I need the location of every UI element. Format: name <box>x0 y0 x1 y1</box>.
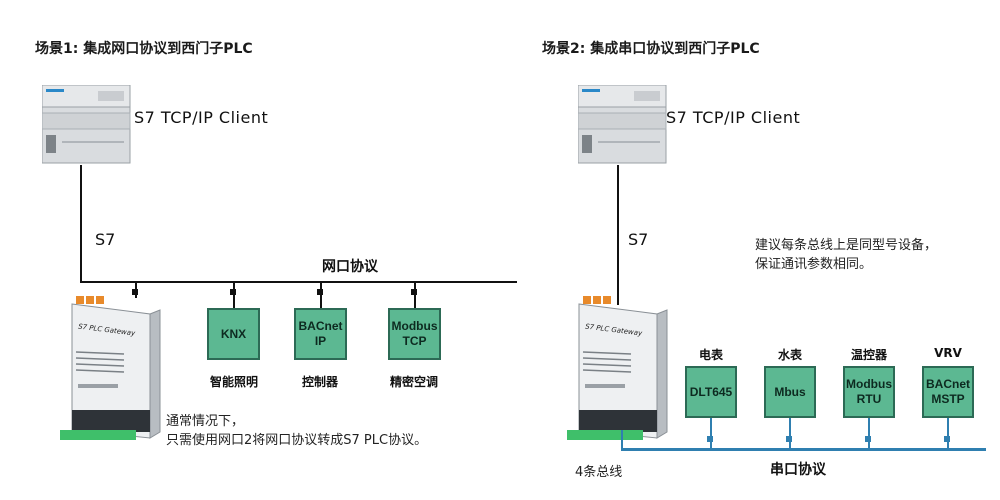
dlt645-device-box: DLT645 <box>685 366 737 418</box>
bacnet-mstp-caption: VRV <box>934 346 962 360</box>
bacnet-ip-device-box: BACnet IP <box>294 308 347 360</box>
serial-bus-riser <box>621 430 623 450</box>
modbus-rtu-device-box: Modbus RTU <box>843 366 895 418</box>
mbus-device-box: Mbus <box>764 366 816 418</box>
ethernet-bus-line <box>80 281 517 283</box>
s7-label-1: S7 <box>95 230 116 249</box>
scenario2-title: 场景2: 集成串口协议到西门子PLC <box>542 41 760 57</box>
bacnet-ip-drop-line <box>320 283 322 309</box>
serial-bus-count-label: 4条总线 <box>575 465 623 480</box>
ethernet-bus-label: 网口协议 <box>322 259 378 275</box>
bacnet-ip-port <box>317 289 323 295</box>
gateway-device-1 <box>60 296 161 440</box>
plc-device-1 <box>42 85 131 164</box>
modbus-rtu-drop-line <box>868 418 870 448</box>
dlt645-drop-line <box>710 418 712 448</box>
modbus-rtu-port <box>865 436 871 442</box>
modbus-tcp-device-box: Modbus TCP <box>388 308 441 360</box>
scenario1-note-line2: 只需使用网口2将网口协议转成S7 PLC协议。 <box>166 433 428 448</box>
modbus-tcp-port <box>411 289 417 295</box>
scenario1-note-line1: 通常情况下， <box>166 414 245 429</box>
gateway1-port <box>132 289 138 295</box>
modbus-rtu-caption: 温控器 <box>850 348 887 362</box>
gateway-device-2 <box>567 296 668 440</box>
dlt645-caption: 电表 <box>698 348 723 362</box>
scenario2-note-line2: 保证通讯参数相同。 <box>755 257 873 272</box>
knx-caption: 智能照明 <box>209 375 258 389</box>
mbus-drop-line <box>789 418 791 448</box>
knx-drop-line <box>233 283 235 309</box>
modbus-tcp-caption: 精密空调 <box>389 375 438 389</box>
s7-label-2: S7 <box>628 230 649 249</box>
modbus-tcp-drop-line <box>414 283 416 309</box>
knx-device-box: KNX <box>207 308 260 360</box>
scenario2-note-line1: 建议每条总线上是同型号设备， <box>755 238 938 253</box>
dlt645-port <box>707 436 713 442</box>
mbus-port <box>786 436 792 442</box>
bacnet-ip-caption: 控制器 <box>301 375 338 389</box>
serial-bus-line <box>621 448 986 451</box>
bacnet-mstp-drop-line <box>947 418 949 448</box>
plc-device-2 <box>578 85 667 164</box>
mbus-caption: 水表 <box>777 348 802 362</box>
bacnet-mstp-port <box>944 436 950 442</box>
s7-link-line-1 <box>80 165 82 283</box>
knx-port <box>230 289 236 295</box>
scenario1-title: 场景1: 集成网口协议到西门子PLC <box>35 41 253 57</box>
plc-client-label-1: S7 TCP/IP Client <box>134 108 269 127</box>
bacnet-mstp-device-box: BACnet MSTP <box>922 366 974 418</box>
s7-link-line-2 <box>617 165 619 305</box>
plc-client-label-2: S7 TCP/IP Client <box>666 108 801 127</box>
serial-bus-label: 串口协议 <box>770 462 826 478</box>
